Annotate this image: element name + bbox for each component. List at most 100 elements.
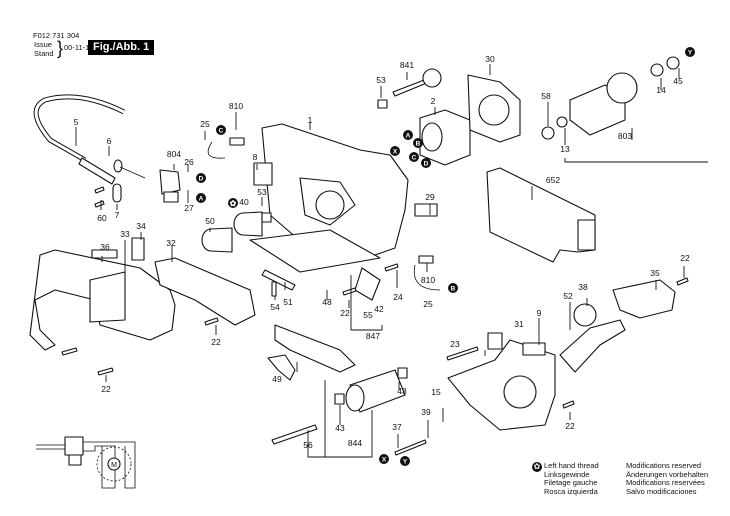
part-55: 55 [363,310,373,320]
cord-clamp [94,183,122,208]
part-37: 37 [392,422,402,432]
legend-fr: Filetage gauche [544,478,598,488]
part-43a: 43 [397,386,407,396]
part-22c: 22 [101,384,111,394]
modifications-fr: Modifications reservées [626,478,705,488]
part-804: 804 [167,149,181,159]
part-22a: 22 [340,308,350,318]
part-39: 39 [421,407,431,417]
svg-text:C: C [219,128,224,135]
clip-34 [131,237,145,261]
svg-text:D: D [424,161,429,168]
legend-modifications: Modifications reserved Änderungen vorbeh… [626,461,709,496]
label-8 [253,162,273,186]
marker-Y: Y [685,47,695,57]
roller-bracket [274,324,356,373]
marker-A: A [403,130,413,140]
part-8: 8 [253,152,258,162]
svg-text:✿: ✿ [230,199,237,208]
modifications-es: Salvo modificaciones [626,486,697,496]
pin [271,281,277,297]
part-58: 58 [541,91,551,101]
brush-lead [207,141,226,159]
part-26: 26 [184,157,194,167]
marker-D: D [421,158,431,168]
part-841: 841 [400,60,414,70]
svg-text:A: A [406,133,411,140]
svg-text:X: X [393,149,398,156]
part-54: 54 [270,302,280,312]
marker-Y: Y [400,456,410,466]
part-53b: 53 [376,75,386,85]
marker-D: D [196,173,206,183]
leader-lines [75,64,708,458]
part-45: 45 [673,76,683,86]
motor-housing [261,123,409,263]
part-23: 23 [450,339,460,349]
svg-text:B: B [416,141,421,148]
issue-label-de: Stand [34,49,54,58]
part-25b: 25 [423,299,433,309]
modifications-de: Änderungen vorbehalten [626,469,709,479]
drive-belt [559,319,626,373]
front-roller [201,211,272,253]
switch [159,169,181,203]
part-6: 6 [107,136,112,146]
axle-56 [271,424,318,445]
part-1: 1 [308,115,313,125]
left-hand-thread-icon: ✿ [532,462,542,472]
armature [541,56,680,140]
figure-label: Fig./Abb. 1 [88,40,155,55]
part-43b: 43 [335,423,345,433]
part-844: 844 [348,438,362,448]
part-24: 24 [393,292,403,302]
part-42: 42 [374,304,384,314]
marker-B: B [413,138,423,148]
part-51: 51 [283,297,293,307]
part-52: 52 [563,291,573,301]
part-13: 13 [560,144,570,154]
part-60: 60 [97,213,107,223]
document-number: F012 731 304 [33,31,80,40]
svg-text:D: D [199,176,204,183]
part-9: 9 [537,308,542,318]
part-labels: 5 6 804 26 27 7 60 810 25 1 8 53 40 50 5… [74,54,690,450]
part-810b: 810 [421,275,435,285]
label-plate-36 [91,249,118,259]
svg-text:X: X [382,457,387,464]
screws [61,263,689,456]
svg-text:C: C [412,155,417,162]
rear-handle [29,249,176,351]
legend-es: Rosca izquierda [544,486,598,496]
part-22b: 22 [211,337,221,347]
part-32: 32 [166,238,176,248]
brush-lead [413,264,441,291]
svg-text:B: B [451,286,456,293]
part-30: 30 [485,54,495,64]
bracket-49 [267,354,296,381]
part-22e: 22 [565,421,575,431]
part-33: 33 [120,229,130,239]
issue-label-en: Issue [34,40,52,49]
spring [261,269,296,291]
svg-text:Y: Y [403,459,408,466]
part-847: 847 [366,331,380,341]
part-14: 14 [656,85,666,95]
carbon-brush [229,137,245,146]
tension-lever [354,267,381,301]
part-49: 49 [272,374,282,384]
part-31: 31 [514,319,524,329]
dust-bag [486,167,596,263]
belt-cover [612,279,676,319]
power-cord [33,94,146,185]
pulley [573,303,597,327]
marker-X: X [379,454,389,464]
carbon-brush [418,255,434,264]
part-25: 25 [200,119,210,129]
svg-text:M: M [111,462,117,469]
issue-date: 00-11-10 [64,43,94,52]
svg-text:A: A [199,196,204,203]
label-9 [522,342,546,356]
